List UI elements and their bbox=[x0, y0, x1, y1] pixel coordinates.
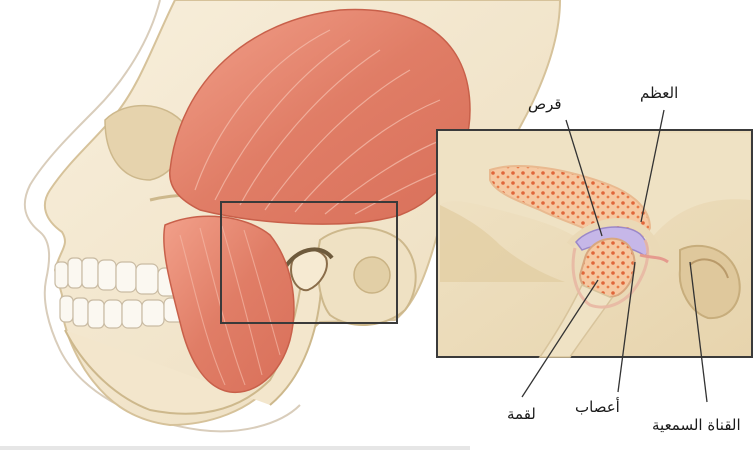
label-ear-canal: القناة السمعية bbox=[652, 418, 741, 433]
label-bone: العظم bbox=[640, 86, 678, 101]
footer-strip bbox=[0, 446, 470, 450]
label-disc: قرص bbox=[528, 97, 562, 112]
inset-panel bbox=[437, 130, 752, 357]
label-nerves: أعصاب bbox=[575, 400, 620, 415]
label-condyle: لقمة bbox=[507, 407, 536, 422]
